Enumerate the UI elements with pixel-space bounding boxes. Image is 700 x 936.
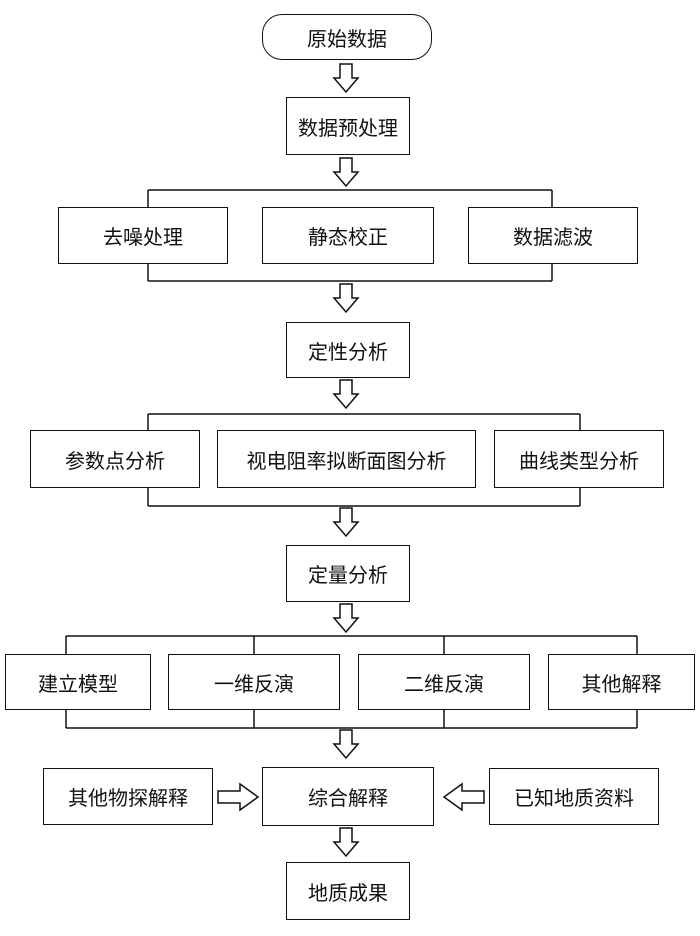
static-correction-step: 静态校正: [262, 207, 434, 264]
geological-result-node: 地质成果: [286, 862, 410, 920]
comprehensive-interpretation-node: 综合解释: [262, 767, 434, 826]
1d-inversion-step: 一维反演: [168, 654, 340, 710]
quantitative-node: 定量分析: [286, 545, 410, 602]
qualitative-node: 定性分析: [286, 322, 410, 378]
build-model-step: 建立模型: [5, 654, 151, 710]
data-filter-step: 数据滤波: [468, 207, 638, 264]
apparent-resistivity-step: 视电阻率拟断面图分析: [217, 430, 476, 488]
2d-inversion-step: 二维反演: [358, 654, 530, 710]
known-geology-input: 已知地质资料: [489, 768, 659, 825]
start-node: 原始数据: [262, 14, 432, 60]
parameter-point-step: 参数点分析: [30, 430, 200, 488]
denoise-step: 去噪处理: [58, 207, 228, 264]
curve-type-step: 曲线类型分析: [494, 430, 664, 488]
other-geophysics-input: 其他物探解释: [43, 768, 213, 825]
preprocess-node: 数据预处理: [286, 97, 410, 155]
other-interpretation-step: 其他解释: [548, 654, 695, 710]
